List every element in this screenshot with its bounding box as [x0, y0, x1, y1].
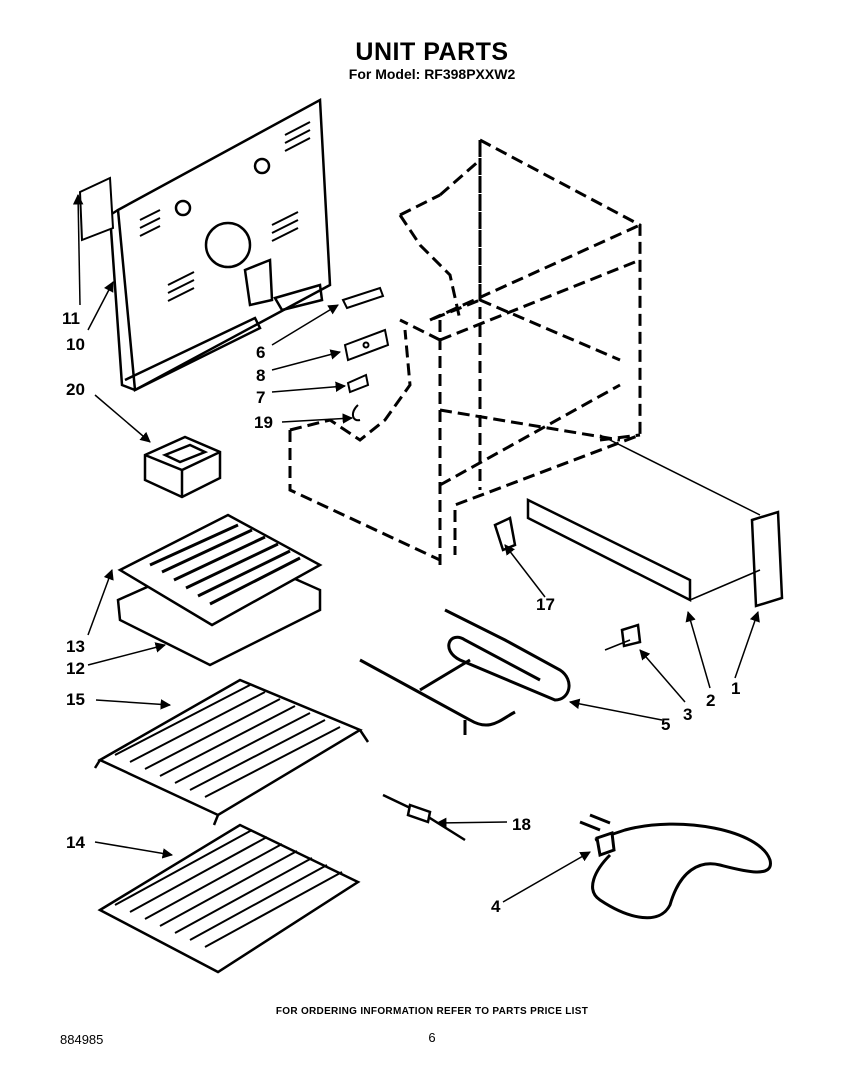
callout-8: 8	[256, 366, 265, 385]
callout-14: 14	[66, 833, 85, 852]
oven-rack-lower	[97, 823, 361, 974]
connector-clip	[346, 373, 370, 394]
callout-15: 15	[66, 690, 85, 709]
callout-10: 10	[66, 335, 85, 354]
broiler-grid	[117, 513, 323, 627]
insulation-pad	[493, 516, 517, 552]
support-rail	[526, 497, 692, 603]
leader-lines	[72, 193, 760, 903]
side-trim	[750, 510, 784, 608]
callout-1: 1	[731, 679, 740, 698]
callout-17: 17	[536, 595, 555, 614]
page-title: UNIT PARTS	[355, 38, 509, 66]
wire-hook	[352, 404, 361, 422]
broil-element	[579, 813, 772, 920]
callout-12: 12	[66, 659, 85, 678]
oven-cavity-outline	[288, 138, 642, 565]
callout-5: 5	[661, 715, 670, 734]
callout-20: 20	[66, 380, 85, 399]
document-number: 884985	[60, 1032, 104, 1047]
model-subtitle: For Model: RF398PXXW2	[348, 66, 516, 82]
callout-11: 11	[62, 309, 80, 328]
callout-2: 2	[706, 691, 715, 710]
callout-7: 7	[256, 388, 265, 407]
bracket	[343, 328, 390, 362]
temperature-sensor	[382, 793, 466, 842]
callout-13: 13	[66, 637, 85, 656]
callout-3: 3	[683, 705, 692, 724]
terminal-block	[341, 286, 385, 310]
guide-lines	[599, 434, 761, 651]
bake-element	[359, 608, 571, 735]
back-panel	[108, 97, 332, 392]
oven-rack-upper	[93, 678, 370, 826]
ordering-note: FOR ORDERING INFORMATION REFER TO PARTS …	[275, 1006, 589, 1017]
control-box	[143, 435, 222, 499]
page-number: 6	[428, 1030, 436, 1045]
callout-6: 6	[256, 343, 265, 362]
callout-18: 18	[512, 815, 531, 834]
callout-4: 4	[491, 897, 501, 916]
callout-19: 19	[254, 413, 273, 432]
gasket	[78, 176, 115, 242]
